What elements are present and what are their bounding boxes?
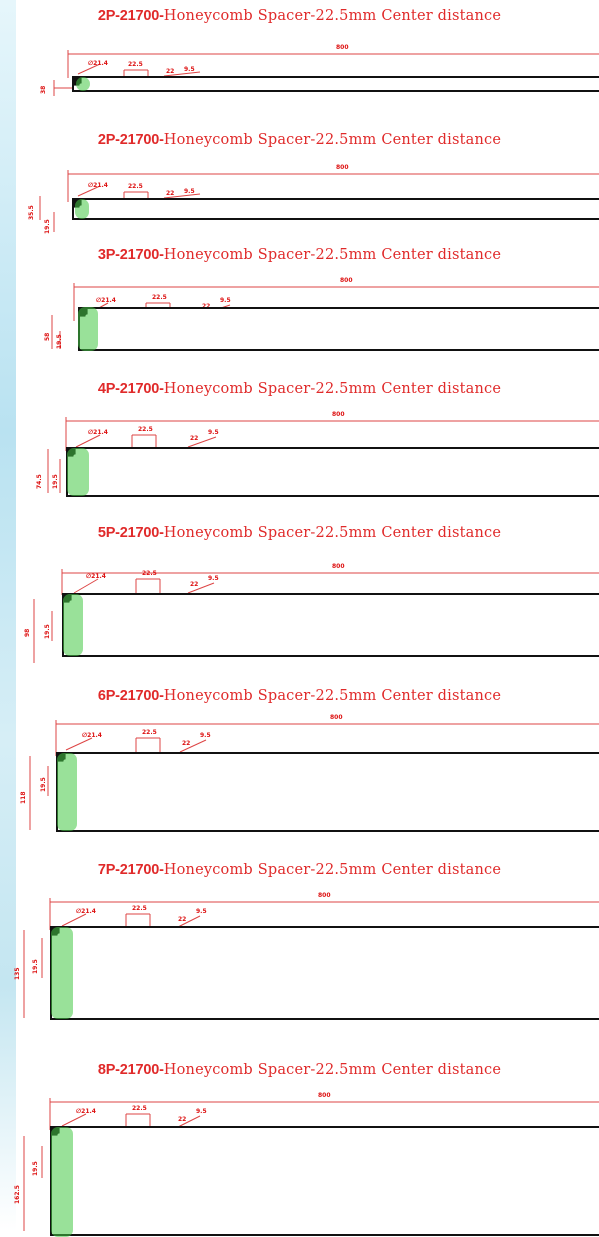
sub-height-dimension: 19.5 xyxy=(44,624,51,639)
length-dimension: 800 xyxy=(332,563,345,570)
sub-height-dimension: 19.5 xyxy=(44,219,51,234)
length-dimension: 800 xyxy=(336,164,349,171)
height-dimension: 35.5 xyxy=(28,205,35,220)
highlight-cell xyxy=(63,594,83,656)
gap-dimension: 22 xyxy=(166,190,175,197)
highlight-cell xyxy=(78,307,98,351)
dimension-lines xyxy=(47,417,599,493)
spacer-board xyxy=(72,198,599,220)
sub-height-dimension: 19.5 xyxy=(40,777,47,792)
pitch-dimension: 22.5 xyxy=(138,426,153,433)
height-dimension: 162.5 xyxy=(14,1185,21,1204)
dimension-lines xyxy=(39,170,599,232)
length-dimension: 800 xyxy=(336,44,349,51)
spacer-panel-6p: 6P-21700-Honeycomb Spacer-22.5mm Center … xyxy=(0,680,599,850)
highlight-cell xyxy=(51,927,73,1019)
gap-dimension: 22 xyxy=(190,581,199,588)
gap-dimension: 22 xyxy=(202,303,210,310)
spacer-board xyxy=(66,447,599,497)
sub-height-dimension: 19.5 xyxy=(32,959,39,974)
panel-title: 2P-21700-Honeycomb Spacer-22.5mm Center … xyxy=(97,132,502,148)
panel-title: 8P-21700-Honeycomb Spacer-22.5mm Center … xyxy=(97,1062,502,1078)
edge-dimension: 9.5 xyxy=(208,429,219,436)
highlight-cell xyxy=(51,1127,73,1237)
dimension-lines xyxy=(33,569,599,663)
spacer-panel-5p: 5P-21700-Honeycomb Spacer-22.5mm Center … xyxy=(0,515,599,680)
gap-dimension: 22 xyxy=(178,916,187,923)
gap-dimension: 22 xyxy=(178,1116,187,1123)
spacer-board xyxy=(78,307,599,351)
dimension-lines xyxy=(53,50,599,96)
height-dimension: 135 xyxy=(14,967,21,980)
edge-dimension: 9.5 xyxy=(184,66,195,73)
left-background-stripe xyxy=(0,0,16,1231)
length-dimension: 800 xyxy=(340,277,353,284)
pitch-dimension: 22.5 xyxy=(142,570,157,577)
panel-title: 7P-21700-Honeycomb Spacer-22.5mm Center … xyxy=(97,862,502,878)
length-dimension: 800 xyxy=(318,892,331,899)
height-dimension: 38 xyxy=(40,85,47,94)
edge-dimension: 9.5 xyxy=(196,1108,207,1115)
gap-dimension: 22 xyxy=(190,435,199,442)
panel-title: 2P-21700-Honeycomb Spacer-22.5mm Center … xyxy=(97,8,502,24)
pitch-dimension: 22.5 xyxy=(132,1105,147,1112)
hole-diameter-dimension: ∅21.4 xyxy=(76,908,96,915)
edge-dimension: 9.5 xyxy=(220,297,231,304)
hole-diameter-dimension: ∅21.4 xyxy=(88,182,108,189)
length-dimension: 800 xyxy=(318,1092,331,1099)
edge-dimension: 9.5 xyxy=(196,908,207,915)
height-dimension: 74.5 xyxy=(36,474,43,489)
hole-diameter-dimension: ∅21.4 xyxy=(82,732,102,739)
pitch-dimension: 22.5 xyxy=(142,729,157,736)
hole-diameter-dimension: ∅21.4 xyxy=(86,573,106,580)
hole-diameter-dimension: ∅21.4 xyxy=(76,1108,96,1115)
spacer-panel-7p: 7P-21700-Honeycomb Spacer-22.5mm Center … xyxy=(0,850,599,1040)
spacer-board xyxy=(62,593,599,657)
hole-diameter-dimension: ∅21.4 xyxy=(88,60,108,67)
height-dimension: 58 xyxy=(44,332,51,341)
panel-title: 5P-21700-Honeycomb Spacer-22.5mm Center … xyxy=(97,525,502,541)
sub-height-dimension: 19.5 xyxy=(32,1161,39,1176)
spacer-panel-2p-a: 2P-21700-Honeycomb Spacer-22.5mm Center … xyxy=(0,0,599,120)
panel-title: 6P-21700-Honeycomb Spacer-22.5mm Center … xyxy=(97,688,502,704)
gap-dimension: 22 xyxy=(166,68,175,75)
height-dimension: 98 xyxy=(24,628,31,637)
hole-diameter-dimension: ∅21.4 xyxy=(96,297,116,304)
sub-height-dimension: 19.5 xyxy=(52,474,59,489)
spacer-board xyxy=(72,76,599,92)
spacer-panel-2p-b: 2P-21700-Honeycomb Spacer-22.5mm Center … xyxy=(0,120,599,245)
spacer-board xyxy=(56,752,599,832)
highlight-cell xyxy=(76,77,90,91)
spacer-panel-3p: 3P-21700-Honeycomb Spacer-22.5mm Center … xyxy=(0,245,599,375)
dimension-lines xyxy=(29,720,599,830)
panel-title: 3P-21700-Honeycomb Spacer-22.5mm Center … xyxy=(97,247,502,263)
highlight-cell xyxy=(57,753,77,831)
hole-diameter-dimension: ∅21.4 xyxy=(88,429,108,436)
pitch-dimension: 22.5 xyxy=(128,61,143,68)
panel-title: 4P-21700-Honeycomb Spacer-22.5mm Center … xyxy=(97,381,502,397)
highlight-cell xyxy=(75,199,89,219)
spacer-board xyxy=(50,926,599,1020)
spacer-panel-8p: 8P-21700-Honeycomb Spacer-22.5mm Center … xyxy=(0,1040,599,1237)
sub-height-dimension: 19.5 xyxy=(56,334,63,349)
length-dimension: 800 xyxy=(332,411,345,418)
spacer-panel-4p: 4P-21700-Honeycomb Spacer-22.5mm Center … xyxy=(0,375,599,515)
spacer-board xyxy=(50,1126,599,1236)
dimension-lines xyxy=(23,1098,599,1231)
height-dimension: 118 xyxy=(20,791,27,804)
gap-dimension: 22 xyxy=(182,740,191,747)
highlight-cell xyxy=(67,448,89,496)
pitch-dimension: 22.5 xyxy=(152,294,167,301)
pitch-dimension: 22.5 xyxy=(132,905,147,912)
pitch-dimension: 22.5 xyxy=(128,183,143,190)
length-dimension: 800 xyxy=(330,714,343,721)
edge-dimension: 9.5 xyxy=(200,732,211,739)
edge-dimension: 9.5 xyxy=(184,188,195,195)
edge-dimension: 9.5 xyxy=(208,575,219,582)
